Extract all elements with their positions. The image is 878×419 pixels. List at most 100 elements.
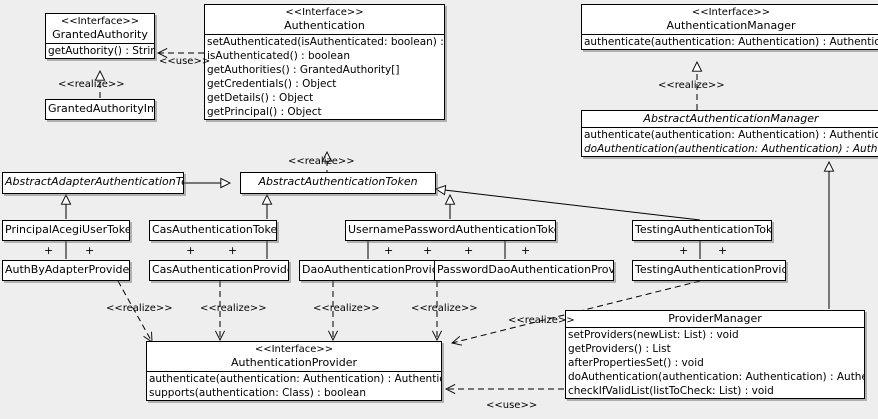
association-adornment-plus: + [384, 244, 394, 257]
class-dao-authentication-provider[interactable]: DaoAuthenticationProvider [299, 260, 438, 281]
operation: doAuthentication(authentication: Authent… [568, 371, 864, 383]
class-header: <<Interface>> Authentication [205, 5, 444, 34]
operation: getDetails() : Object [207, 92, 314, 104]
class-authentication[interactable]: <<Interface>> Authentication setAuthenti… [204, 4, 445, 120]
association-adornment-plus: + [228, 244, 238, 257]
stereotype-label: <<Interface>> [254, 344, 334, 355]
class-header: CasAuthenticationToken [150, 221, 276, 238]
class-name: CasAuthenticationToken [152, 223, 277, 236]
class-header: TestingAuthenticationProvider [633, 261, 785, 278]
operation: afterPropertiesSet() : void [568, 357, 704, 369]
operation: doAuthentication(authentication: Authent… [584, 143, 878, 155]
class-name: AuthByAdapterProvider [5, 263, 130, 276]
class-password-dao-authentication-provider[interactable]: PasswordDaoAuthenticationProvider [434, 260, 614, 281]
class-header: ProviderManager [566, 311, 864, 327]
edge-label-realize-testingauthenticationprovider: <<realize>> [508, 315, 575, 326]
class-principal-acegi-user-token[interactable]: PrincipalAcegiUserToken [2, 220, 130, 241]
operation: setProviders(newList: List) : void [568, 329, 739, 341]
class-authentication-manager[interactable]: <<Interface>> AuthenticationManager auth… [581, 4, 878, 50]
class-header: PrincipalAcegiUserToken [3, 221, 129, 238]
operation: setAuthenticated(isAuthenticated: boolea… [207, 36, 445, 48]
class-header: PasswordDaoAuthenticationProvider [435, 261, 613, 278]
class-testing-authentication-provider[interactable]: TestingAuthenticationProvider [632, 260, 786, 281]
class-name: DaoAuthenticationProvider [302, 263, 438, 276]
class-header: <<Interface>> GrantedAuthority [46, 14, 154, 43]
class-cas-authentication-token[interactable]: CasAuthenticationToken [149, 220, 277, 241]
class-name: UsernamePasswordAuthenticationToken [348, 223, 556, 236]
association-adornment-plus: + [521, 244, 531, 257]
operation: authenticate(authentication: Authenticat… [584, 36, 878, 48]
class-name: GrantedAuthority [52, 28, 148, 41]
edge-label-realize-abstractauthenticationtoken: <<realize>> [288, 156, 355, 167]
class-name: AbstractAuthenticationManager [643, 112, 819, 125]
class-name: CasAuthenticationProvider [152, 263, 289, 276]
class-name: TestingAuthenticationProvider [635, 263, 786, 276]
edge-label-realize-authbyadapterprovider: <<realize>> [106, 303, 173, 314]
association-adornment-plus: + [718, 244, 728, 257]
class-abstract-authentication-manager[interactable]: AbstractAuthenticationManager authentica… [581, 110, 878, 157]
stereotype-label: <<Interface>> [285, 7, 364, 18]
class-granted-authority-impl[interactable]: GrantedAuthorityImpl [45, 99, 155, 120]
class-name: AbstractAdapterAuthenticationToken [5, 175, 183, 188]
class-name: AuthenticationManager [666, 19, 796, 32]
class-name: PasswordDaoAuthenticationProvider [437, 263, 613, 276]
operation: checkIfValidList(listToCheck: List) : vo… [568, 385, 774, 397]
association-adornment-plus: + [186, 244, 196, 257]
class-name: ProviderManager [668, 312, 762, 325]
operation: getAuthorities() : GrantedAuthority[] [207, 64, 400, 76]
edge-generalize-testingauthenticationtoken [436, 189, 701, 221]
operation: supports(authentication: Class) : boolea… [149, 387, 366, 399]
class-header: UsernamePasswordAuthenticationToken [346, 221, 555, 238]
class-header: <<Interface>> AuthenticationManager [582, 5, 878, 34]
operations-compartment: setProviders(newList: List) : void getPr… [566, 327, 864, 398]
stereotype-label: <<Interface>> [60, 16, 140, 27]
edge-realize-testingauthenticationprovider [452, 280, 701, 343]
association-adornment-plus: + [464, 244, 474, 257]
class-header: AbstractAdapterAuthenticationToken [3, 173, 183, 190]
class-abstract-adapter-authentication-token[interactable]: AbstractAdapterAuthenticationToken [2, 172, 184, 194]
class-name: GrantedAuthorityImpl [48, 102, 154, 115]
edge-label-realize-grantedauthorityimpl: <<realize>> [58, 79, 125, 90]
operations-compartment: authenticate(authentication: Authenticat… [582, 127, 878, 156]
edge-label-realize-passworddaoauthenticationprovider: <<realize>> [411, 303, 478, 314]
operations-compartment: setAuthenticated(isAuthenticated: boolea… [205, 34, 444, 119]
operation: getProviders() : List [568, 343, 671, 355]
edge-label-realize-casauthenticationprovider: <<realize>> [200, 303, 267, 314]
class-cas-authentication-provider[interactable]: CasAuthenticationProvider [149, 260, 289, 281]
class-username-password-authentication-token[interactable]: UsernamePasswordAuthenticationToken [345, 220, 556, 241]
class-auth-by-adapter-provider[interactable]: AuthByAdapterProvider [2, 260, 130, 281]
class-header: DaoAuthenticationProvider [300, 261, 437, 278]
operation: getAuthority() : String [48, 45, 155, 57]
class-granted-authority[interactable]: <<Interface>> GrantedAuthority getAuthor… [45, 13, 155, 59]
class-provider-manager[interactable]: ProviderManager setProviders(newList: Li… [565, 310, 865, 399]
edge-realize-authbyadapterprovider [117, 280, 152, 342]
operation: authenticate(authentication: Authenticat… [149, 373, 442, 385]
association-adornment-plus: + [679, 244, 689, 257]
operation: isAuthenticated() : boolean [207, 50, 350, 62]
class-name: PrincipalAcegiUserToken [5, 223, 130, 236]
class-header: <<Interface>> AuthenticationProvider [147, 342, 441, 371]
operation: authenticate(authentication: Authenticat… [584, 129, 878, 141]
class-header: AbstractAuthenticationManager [582, 111, 878, 127]
stereotype-label: <<Interface>> [691, 7, 771, 18]
class-name: Authentication [284, 19, 365, 32]
class-header: TestingAuthenticationToken [633, 221, 771, 238]
operations-compartment: getAuthority() : String [46, 43, 154, 58]
association-adornment-plus: + [85, 244, 95, 257]
class-name: AbstractAuthenticationToken [258, 175, 418, 188]
association-adornment-plus: + [44, 244, 54, 257]
edge-label-realize-daoauthenticationprovider: <<realize>> [313, 303, 380, 314]
class-authentication-provider[interactable]: <<Interface>> AuthenticationProvider aut… [146, 341, 442, 401]
edge-label-use-authentication-grantedauthority: <<use>> [159, 56, 211, 67]
edge-label-realize-abstractauthenticationmanager: <<realize>> [658, 80, 725, 91]
class-testing-authentication-token[interactable]: TestingAuthenticationToken [632, 220, 772, 241]
operations-compartment: authenticate(authentication: Authenticat… [582, 34, 878, 49]
class-name: AuthenticationProvider [230, 356, 358, 369]
class-name: TestingAuthenticationToken [635, 223, 772, 236]
class-header: GrantedAuthorityImpl [46, 100, 154, 117]
class-header: AuthByAdapterProvider [3, 261, 129, 278]
edge-label-use-providermanager: <<use>> [486, 400, 538, 411]
class-header: AbstractAuthenticationToken [241, 173, 435, 190]
class-abstract-authentication-token[interactable]: AbstractAuthenticationToken [240, 172, 436, 194]
